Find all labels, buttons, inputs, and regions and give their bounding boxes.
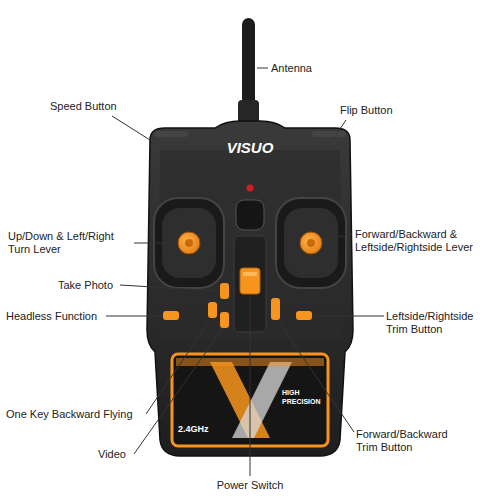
- right-gimbal-inner: [284, 208, 338, 278]
- leader-line: [112, 116, 150, 140]
- leader-line: [134, 328, 223, 454]
- callout-label: Antenna: [271, 62, 341, 75]
- callout-label: Up/Down & Left/Right Turn Lever: [8, 230, 132, 256]
- callout-label: Take Photo: [58, 279, 120, 292]
- leader-line: [257, 68, 268, 69]
- leader-line: [278, 321, 354, 432]
- power-switch: [240, 268, 260, 294]
- leader-line: [134, 243, 178, 244]
- callout-label: Speed Button: [50, 100, 140, 113]
- callout-label: Forward/Backward & Leftside/Rightside Le…: [355, 228, 495, 254]
- leader-line: [106, 316, 162, 317]
- lr-trim-button: [296, 311, 312, 320]
- printed-marking: HIGH PRECISION: [282, 388, 322, 406]
- take-photo-button: [220, 283, 229, 299]
- callout-label: Video: [98, 448, 138, 461]
- flip-shoulder: [312, 131, 346, 137]
- leader-line: [334, 120, 346, 138]
- speed-shoulder: [154, 131, 188, 137]
- leader-line: [250, 296, 251, 476]
- center-button: [236, 200, 264, 230]
- printed-marking: VISUO: [205, 139, 295, 156]
- left-stick: [178, 232, 200, 254]
- power-switch-ridge: [243, 272, 257, 276]
- antenna: [242, 18, 255, 114]
- leader-line: [322, 234, 352, 240]
- callout-label: Forward/Backward Trim Button: [356, 428, 466, 454]
- video-button: [220, 312, 229, 328]
- callout-label: Flip Button: [340, 104, 420, 117]
- right-stick-top: [307, 239, 315, 247]
- right-stick: [300, 232, 322, 254]
- leader-line: [146, 320, 210, 414]
- callout-label: Headless Function: [6, 310, 106, 323]
- headless-button: [163, 311, 179, 320]
- fb-trim-button: [271, 298, 280, 320]
- callout-label: Leftside/Rightside Trim Button: [386, 310, 494, 336]
- leader-line: [120, 285, 219, 291]
- backward-button: [208, 302, 217, 318]
- right-gimbal: [276, 198, 346, 288]
- callout-label: Power Switch: [200, 479, 300, 492]
- printed-marking: 2.4GHz: [178, 424, 228, 435]
- callout-label: One Key Backward Flying: [6, 408, 146, 421]
- left-stick-top: [185, 239, 193, 247]
- leader-line: [313, 316, 384, 317]
- power-led: [247, 185, 254, 192]
